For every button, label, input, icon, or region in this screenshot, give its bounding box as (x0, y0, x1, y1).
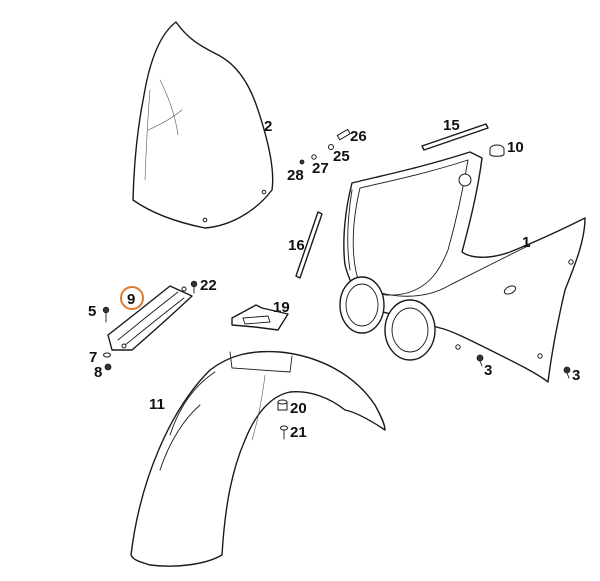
callout-28[interactable]: 28 (287, 167, 304, 184)
bolt-3-left (476, 354, 484, 367)
front-fender-part (130, 350, 386, 567)
callout-7[interactable]: 7 (89, 349, 97, 366)
screen-hardware (299, 128, 351, 165)
bracket-19-part (231, 304, 289, 331)
callout-26[interactable]: 26 (350, 128, 367, 145)
callout-3-left[interactable]: 3 (484, 362, 492, 379)
screw-21-part (280, 425, 288, 440)
nut-8-part (104, 363, 112, 371)
callout-22[interactable]: 22 (200, 277, 217, 294)
callout-11[interactable]: 11 (149, 396, 165, 413)
callout-27[interactable]: 27 (312, 160, 329, 177)
callout-8[interactable]: 8 (94, 364, 102, 381)
strip-16-part (295, 211, 323, 279)
callout-10[interactable]: 10 (507, 139, 524, 156)
holder-9-part (107, 285, 193, 351)
callout-19[interactable]: 19 (273, 299, 290, 316)
screw-22-part (190, 280, 198, 294)
windscreen-part (132, 21, 274, 229)
callout-1[interactable]: 1 (522, 234, 530, 251)
callout-5[interactable]: 5 (88, 303, 96, 320)
washer-7-part (103, 352, 111, 358)
callout-2[interactable]: 2 (264, 118, 272, 135)
callout-3-right[interactable]: 3 (572, 367, 580, 384)
callout-9[interactable]: 9 (127, 291, 135, 308)
callout-25[interactable]: 25 (333, 148, 350, 165)
callout-15[interactable]: 15 (443, 117, 460, 134)
screw-5-part (102, 306, 110, 323)
callout-16[interactable]: 16 (288, 237, 305, 254)
headlight-fairing-part (339, 151, 586, 383)
strip-15-part (421, 123, 489, 151)
bolt-3-right (563, 366, 571, 379)
highlight-ring (120, 286, 144, 310)
nut-20-part (277, 399, 288, 411)
callout-21[interactable]: 21 (290, 424, 307, 441)
callout-20[interactable]: 20 (290, 400, 307, 417)
grommet-10-part (489, 144, 505, 157)
